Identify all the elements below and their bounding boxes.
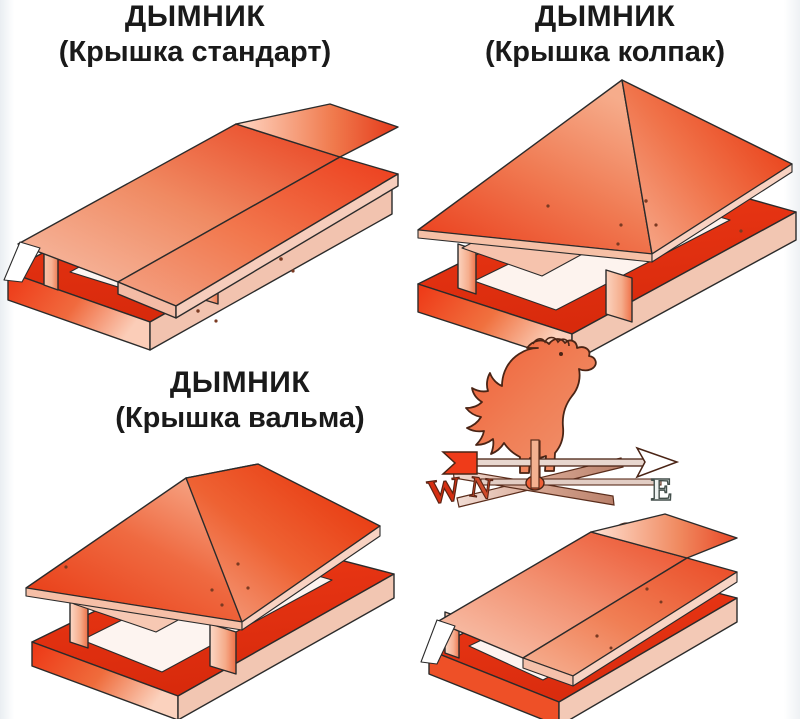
pyramid-face-left <box>417 79 653 255</box>
support-post-front <box>605 269 633 323</box>
rivet <box>291 269 295 273</box>
caption-kolpak-subtitle: (Крышка колпак) <box>484 36 726 68</box>
rivet <box>220 603 224 607</box>
arrow-head-east-icon <box>635 446 680 479</box>
rivet <box>645 587 649 591</box>
rivet <box>619 223 623 227</box>
hip-ridge-line <box>185 463 259 479</box>
cap-ridge-band <box>235 103 399 158</box>
rivet <box>654 223 658 227</box>
rivet <box>546 204 550 208</box>
rivet <box>246 586 250 590</box>
caption-valma-subtitle: (Крышка вальма) <box>115 402 365 434</box>
base-slab-right <box>177 573 395 719</box>
base-slab-front <box>428 649 560 719</box>
rivet <box>279 257 283 261</box>
caption-standard-subtitle: (Крышка стандарт) <box>58 36 332 68</box>
figure-valma-hip <box>10 452 430 719</box>
caption-kolpak: ДЫМНИК (Крышка колпак) <box>440 2 770 67</box>
figure-weathervane-chimney: W N E <box>415 336 800 719</box>
caption-valma-title: ДЫМНИК <box>169 366 311 399</box>
rivet <box>739 229 743 233</box>
cap-roof-lip-right <box>175 173 399 319</box>
rivet <box>659 600 663 604</box>
cap-eave-sliver <box>3 241 41 283</box>
rivet <box>236 562 240 566</box>
rivet <box>196 309 200 313</box>
support-post-front <box>209 623 237 675</box>
vane-center-hub <box>525 439 545 491</box>
rivet <box>210 588 214 592</box>
rooster-icon <box>465 338 597 474</box>
cap-ridge-band <box>590 513 738 559</box>
compass-arrow-east-west <box>441 446 680 486</box>
compass-letter-west: W <box>425 471 464 512</box>
hip-eave-right <box>241 525 381 631</box>
figure-standard-gable <box>0 82 400 362</box>
figure-kolpak-pyramid <box>396 78 800 363</box>
caption-kolpak-title: ДЫМНИК <box>534 0 676 33</box>
rivet <box>214 319 218 323</box>
rivet <box>64 565 68 569</box>
compass-letter-north: N <box>468 470 494 506</box>
compass-letter-east: E <box>651 471 672 507</box>
arrow-tail-west-icon <box>441 451 478 475</box>
rivet <box>644 199 648 203</box>
caption-standard-title: ДЫМНИК <box>124 0 266 33</box>
rivet <box>595 634 599 638</box>
caption-valma: ДЫМНИК (Крышка вальма) <box>75 368 405 433</box>
pyramid-eave-right <box>651 163 793 263</box>
cap-roof-lip-right <box>572 571 738 687</box>
rooster-eye-icon <box>559 352 563 356</box>
rivet <box>609 646 613 650</box>
cap-eave-sliver <box>420 619 456 665</box>
rivet <box>616 242 620 246</box>
rooster-comb-icon <box>532 336 570 347</box>
caption-standard: ДЫМНИК (Крышка стандарт) <box>30 2 360 67</box>
base-slab-front <box>31 641 179 719</box>
base-slab-right <box>558 597 738 719</box>
